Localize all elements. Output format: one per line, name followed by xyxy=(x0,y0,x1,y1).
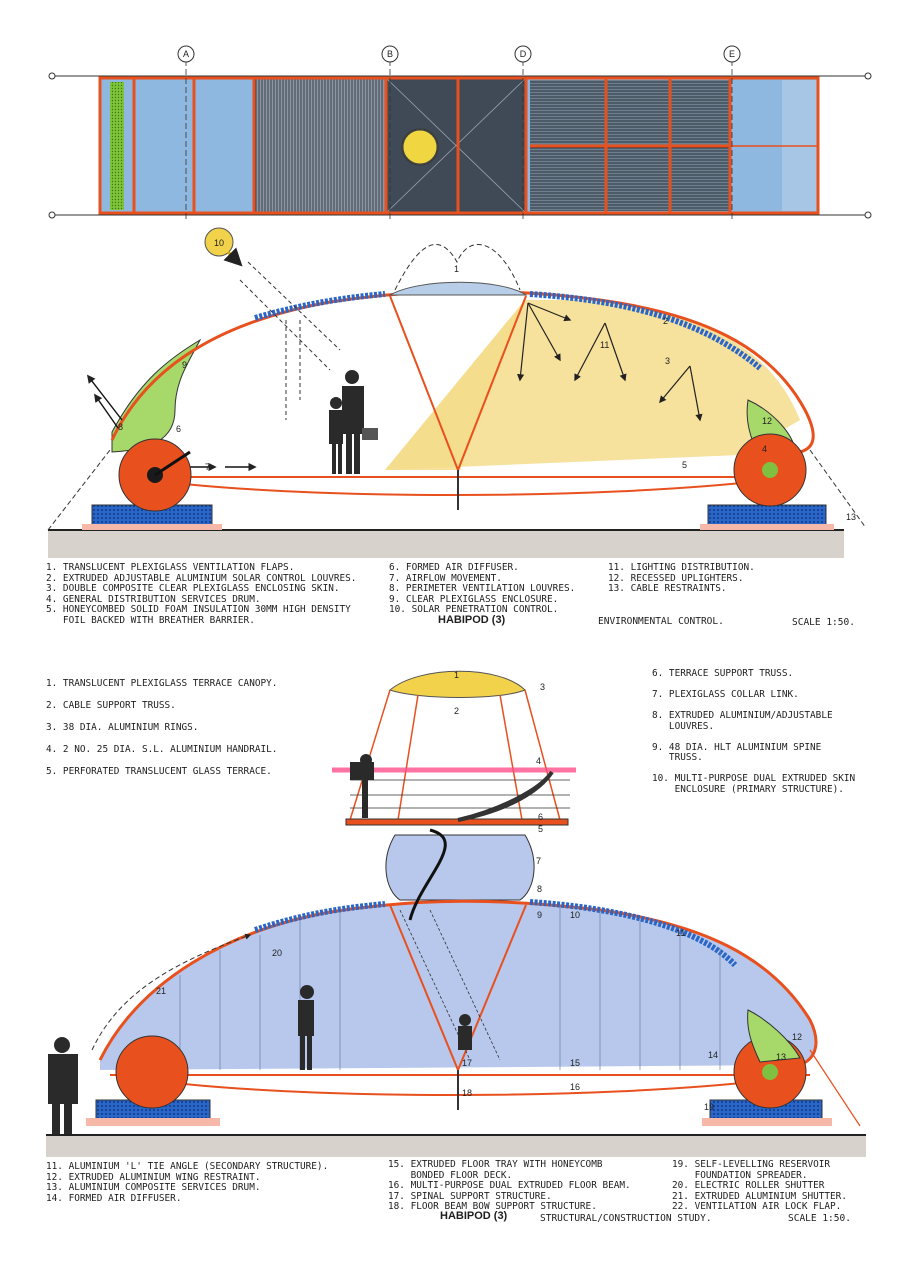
callout: 5 xyxy=(682,460,687,470)
callout: 13 xyxy=(776,1052,786,1062)
struct-legend-right: 6. TERRACE SUPPORT TRUSS. 7. PLEXIGLASS … xyxy=(652,668,856,795)
env-subtitle: ENVIRONMENTAL CONTROL. xyxy=(598,616,724,627)
callout: 11 xyxy=(600,340,609,350)
callout: 8 xyxy=(118,422,123,432)
callout: 3 xyxy=(540,682,545,692)
callout: 3 xyxy=(665,356,670,366)
grid-label: D xyxy=(520,49,527,59)
env-legend-col1: 1. TRANSLUCENT PLEXIGLASS VENTILATION FL… xyxy=(46,562,357,626)
callout: 11 xyxy=(676,928,685,938)
callout: 5 xyxy=(538,824,543,834)
callout: 2 xyxy=(663,316,668,326)
callout: 7 xyxy=(536,856,541,866)
callout: 9 xyxy=(182,360,187,370)
grid-label: E xyxy=(729,49,735,59)
grid-label: B xyxy=(387,49,393,59)
callout: 21 xyxy=(156,986,166,996)
grid-bubble-e xyxy=(723,45,741,63)
callout: 15 xyxy=(570,1058,580,1068)
structural-section: 1 2 3 4 5 6 7 8 9 10 11 12 13 14 15 16 1… xyxy=(46,670,866,1157)
grid-bubble-d xyxy=(514,45,532,63)
grid-bubble-b xyxy=(381,45,399,63)
people-silhouettes xyxy=(48,754,472,1134)
callout: 6 xyxy=(538,812,543,822)
sun-label: 10 xyxy=(214,238,224,248)
grid-label: A xyxy=(183,49,189,59)
callout: 12 xyxy=(792,1032,802,1042)
struct-legend-left: 1. TRANSLUCENT PLEXIGLASS TERRACE CANOPY… xyxy=(46,678,278,777)
env-title: HABIPOD (3) xyxy=(438,614,506,626)
callout: 14 xyxy=(708,1050,718,1060)
callout: 4 xyxy=(762,444,767,454)
services-drum-right xyxy=(700,433,834,530)
callout: 1 xyxy=(454,670,459,680)
struct-subtitle: STRUCTURAL/CONSTRUCTION STUDY. xyxy=(540,1213,712,1224)
services-drum-left xyxy=(86,1035,220,1126)
callout: 9 xyxy=(537,910,542,920)
callout: 20 xyxy=(272,948,282,958)
struct-legend-b2: 15. EXTRUDED FLOOR TRAY WITH HONEYCOMB B… xyxy=(388,1159,631,1212)
callout: 4 xyxy=(536,756,541,766)
env-scale: SCALE 1:50. xyxy=(792,617,855,628)
callout: 7 xyxy=(205,462,210,472)
terrace-canopy xyxy=(388,670,526,698)
callout: 10 xyxy=(570,910,580,920)
collar-link xyxy=(385,834,535,901)
env-legend-col2: 6. FORMED AIR DIFFUSER. 7. AIRFLOW MOVEM… xyxy=(389,562,576,615)
callout: 12 xyxy=(762,416,772,426)
callout: 13 xyxy=(846,512,856,522)
struct-title: HABIPOD (3) xyxy=(440,1210,508,1222)
callout: 8 xyxy=(537,884,542,894)
callout: 19 xyxy=(704,1102,714,1112)
callout: 6 xyxy=(176,424,181,434)
plan-view: A B D E xyxy=(48,45,872,220)
env-legend-col3: 11. LIGHTING DISTRIBUTION. 12. RECESSED … xyxy=(608,562,755,594)
callout: 18 xyxy=(462,1088,472,1098)
struct-legend-b1: 11. ALUMINIUM 'L' TIE ANGLE (SECONDARY S… xyxy=(46,1161,329,1204)
people-silhouettes xyxy=(329,370,378,474)
callout: 16 xyxy=(570,1082,580,1092)
callout: 2 xyxy=(454,706,459,716)
grid-bubble-a xyxy=(177,45,195,63)
struct-legend-b3: 19. SELF-LEVELLING RESERVOIR FOUNDATION … xyxy=(672,1159,847,1212)
environmental-section: 10 xyxy=(47,227,867,558)
struct-scale: SCALE 1:50. xyxy=(788,1213,851,1224)
glass-terrace xyxy=(345,818,569,826)
callout: 17 xyxy=(462,1058,472,1068)
callout: 1 xyxy=(454,264,459,274)
services-drum-left xyxy=(82,438,222,530)
